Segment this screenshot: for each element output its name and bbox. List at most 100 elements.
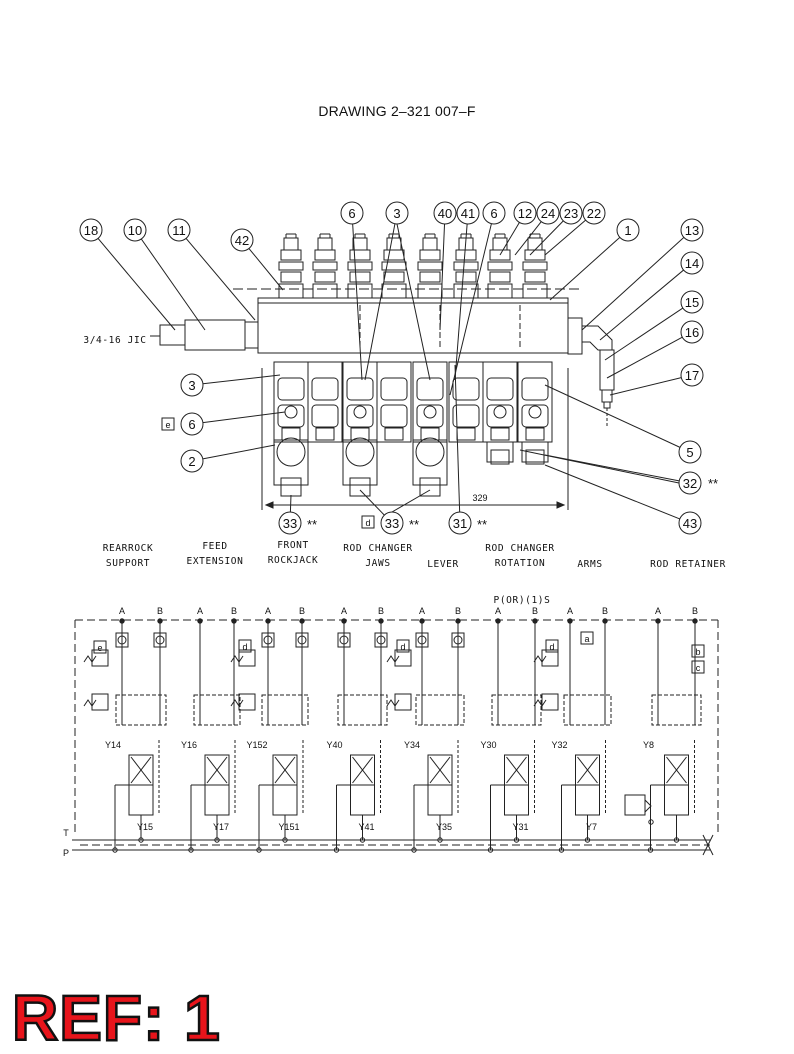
callout-32-stars: ** xyxy=(708,476,718,491)
callout-top-7-number: 23 xyxy=(564,206,578,221)
callout-right-0-number: 1 xyxy=(624,223,631,238)
callout-upper-left-1-number: 10 xyxy=(128,223,142,238)
valve-section-6-solenoid-a xyxy=(452,377,480,401)
callout-right-6-number: 5 xyxy=(686,445,693,460)
schematic-col-6-spool-x2 xyxy=(506,756,527,784)
callout-left-side-0-number: 3 xyxy=(188,378,195,393)
callout-right-2-leader xyxy=(599,269,684,341)
top-fitting-8-washer xyxy=(522,261,548,271)
section-label-0-0: REARROCK xyxy=(103,543,154,554)
callout-bottom-2-number: 31 xyxy=(453,516,467,531)
schematic-col-6-port-B: B xyxy=(532,606,538,616)
top-fitting-5-washer xyxy=(417,261,443,271)
check-valve-4 xyxy=(528,405,542,419)
callout-bottom-1-number: 33 xyxy=(385,516,399,531)
callout-top-2-number: 40 xyxy=(438,206,452,221)
relief-valve-7 xyxy=(541,693,559,711)
ref-label: REF: 1 xyxy=(11,982,221,1054)
schematic-col-8-port-B: B xyxy=(692,606,698,616)
callout-top-7-leader xyxy=(529,220,564,256)
lower-port-1 xyxy=(521,441,549,463)
letter-box-d-1 xyxy=(238,639,252,653)
check-ball-b-3 xyxy=(453,635,463,645)
schematic-col-5-solenoid-lower: Y35 xyxy=(436,822,452,832)
elbow-nut xyxy=(601,389,613,403)
port-label-top: P(OR)(1)S xyxy=(494,595,551,606)
lower-cartridge-lever xyxy=(412,439,448,486)
callout-right-1-circle xyxy=(680,218,704,242)
callout-right-3-circle xyxy=(680,290,704,314)
letter-box-e-0 xyxy=(93,640,107,654)
letter-box-a-4 xyxy=(580,631,594,645)
schematic-col-5-pilot-box xyxy=(415,694,465,726)
schematic-col-3-port-A: A xyxy=(265,606,271,616)
callout-top-5-circle xyxy=(513,201,537,225)
top-fitting-4-body xyxy=(381,283,407,299)
schematic-col-5-port-A: A xyxy=(419,606,425,616)
check-ball-a-1 xyxy=(263,635,273,645)
callout-32-leader-b xyxy=(519,449,680,484)
valve-section-7-body xyxy=(482,361,518,443)
relief-spring-1 xyxy=(83,699,97,707)
callout-right-4-circle xyxy=(680,320,704,344)
schematic-col-8-spool-lower xyxy=(664,784,689,816)
valve-section-5-body xyxy=(412,361,448,443)
schematic-col-6-drain-node xyxy=(513,837,520,843)
valve-section-4-body xyxy=(376,361,412,443)
valve-section-6-port xyxy=(456,427,476,441)
rod-retainer-relief xyxy=(624,794,646,816)
schematic-col-8-port-A: A xyxy=(655,606,661,616)
callout-top-0-number: 6 xyxy=(348,206,355,221)
top-fitting-4-hex xyxy=(383,249,405,261)
callout-upper-left-3-circle xyxy=(230,228,254,252)
callout-top-3-number: 41 xyxy=(461,206,475,221)
callout-top-4-leader xyxy=(449,223,492,396)
callout-right-3-number: 15 xyxy=(685,295,699,310)
relief-spring-6 xyxy=(533,655,547,663)
check-valve-1 xyxy=(353,405,367,419)
section-label-1-0: FEED xyxy=(202,541,227,552)
check-box-a-2 xyxy=(337,632,351,648)
schematic-col-3-solenoid-upper: Y152 xyxy=(246,740,267,750)
callout-right-3-leader xyxy=(604,307,684,361)
valve-section-4-solenoid-a xyxy=(380,377,408,401)
top-fitting-1-washer xyxy=(278,261,304,271)
callout-top-2-leader xyxy=(439,223,446,331)
schematic-col-1-port-A: A xyxy=(119,606,125,616)
callout-top-6-circle xyxy=(536,201,560,225)
schematic-col-8-drain-node xyxy=(673,837,680,843)
schematic-col-4-port-A: A xyxy=(341,606,347,616)
callout-right-4-leader xyxy=(606,336,683,379)
valve-section-2-body xyxy=(307,361,343,443)
callout-top-3-leader xyxy=(454,223,468,381)
letter-box-d-2 xyxy=(396,639,410,653)
top-fitting-2-body xyxy=(312,283,338,299)
elbow-tip xyxy=(603,401,611,409)
callout-right-5-leader xyxy=(609,377,682,396)
manifold-block xyxy=(257,297,569,354)
schematic-col-1-solenoid-upper: Y14 xyxy=(105,740,121,750)
valve-section-2-solenoid-a xyxy=(311,377,339,401)
callout-upper-left-0-leader xyxy=(97,238,176,331)
top-fitting-6-body xyxy=(453,283,479,299)
valve-section-1-solenoid-b xyxy=(277,404,305,428)
top-fitting-7-hex xyxy=(489,249,511,261)
top-fitting-2-washer xyxy=(312,261,338,271)
letter-box-b-5 xyxy=(691,644,705,658)
check-ball-a-3 xyxy=(417,635,427,645)
check-box-a-0 xyxy=(115,632,129,648)
valve-section-3-solenoid-a xyxy=(346,377,374,401)
relief-valve-6 xyxy=(541,649,559,667)
valve-section-8-body xyxy=(517,361,553,443)
schematic-col-5-port-B: B xyxy=(455,606,461,616)
check-box-a-3 xyxy=(415,632,429,648)
line-end-marks xyxy=(702,834,714,856)
section-label-1-1: EXTENSION xyxy=(187,556,244,567)
schematic-col-4-solenoid-upper: Y40 xyxy=(326,740,342,750)
callout-right-2-number: 14 xyxy=(685,256,699,271)
callout-top-6-leader xyxy=(514,221,542,256)
top-fitting-3-hex xyxy=(349,249,371,261)
callout-bottom-1-leader xyxy=(359,489,385,516)
valve-section-4-solenoid-b xyxy=(380,404,408,428)
schematic-col-1-supply-node xyxy=(112,847,118,853)
